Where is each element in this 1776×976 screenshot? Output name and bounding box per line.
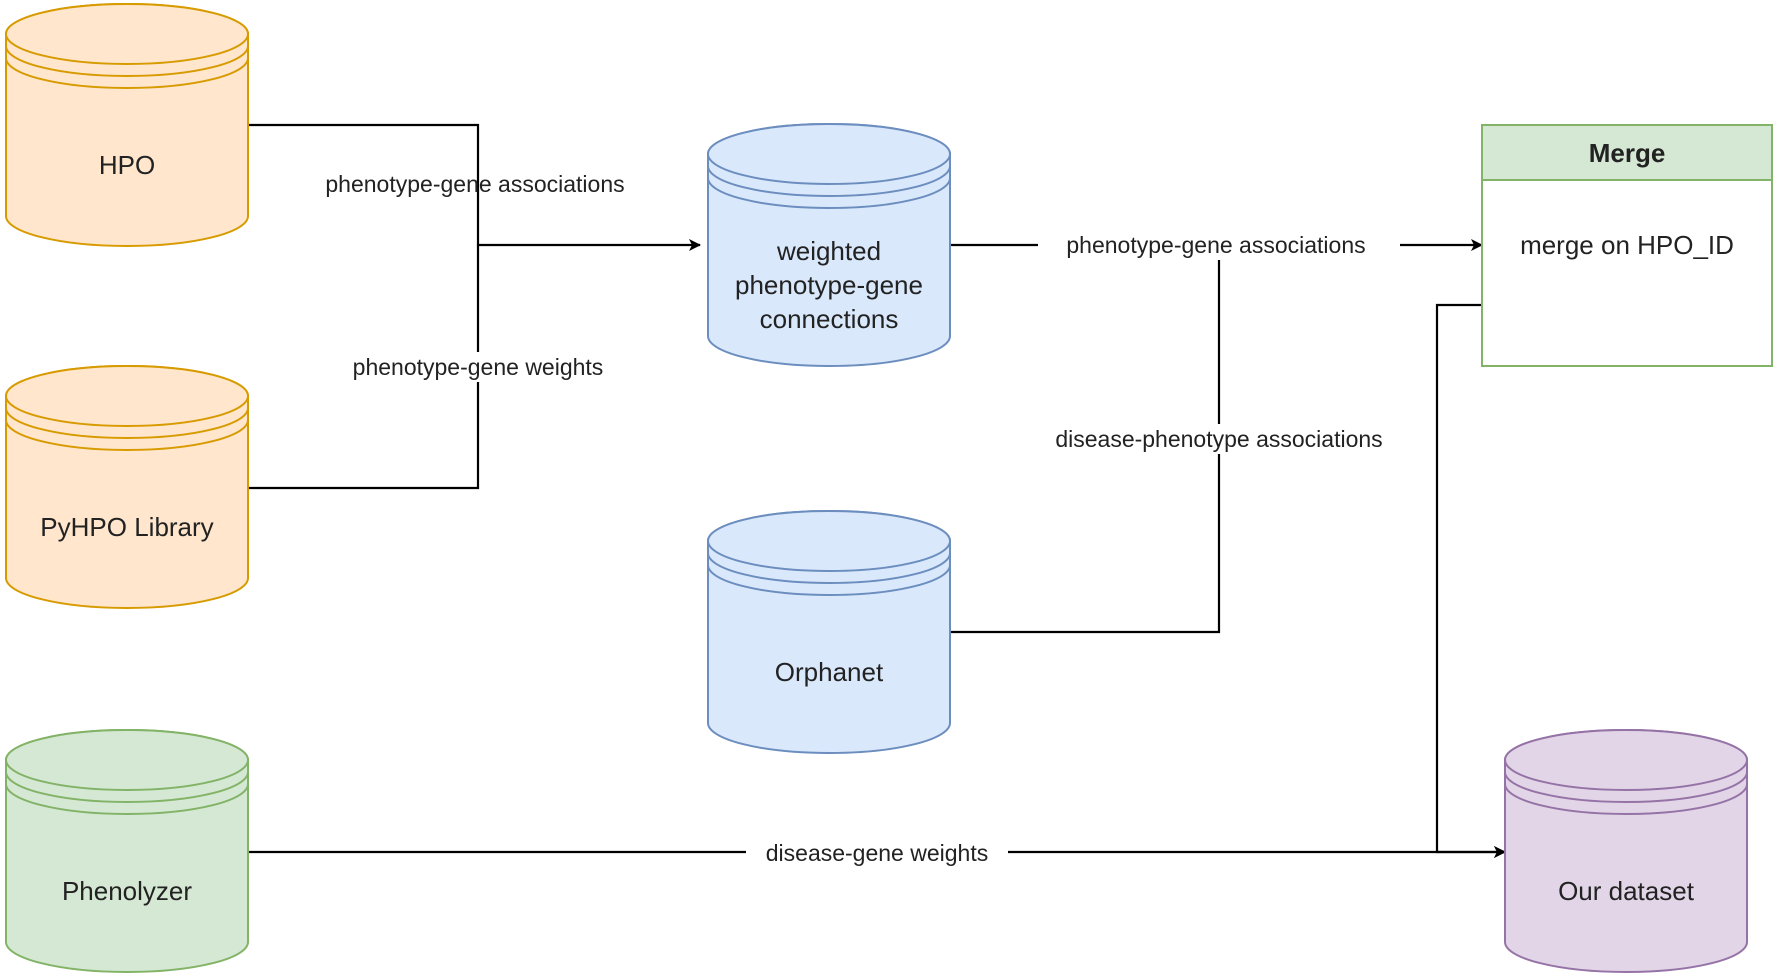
cylinder-top <box>5 3 249 65</box>
edge-label-orphanet: disease-phenotype associations <box>1055 426 1382 452</box>
cylinder-rim-1 <box>5 45 249 77</box>
cylinder-rim-2 <box>707 564 951 596</box>
cylinder-top <box>707 510 951 572</box>
cylinder-top <box>5 729 249 791</box>
merge-box: Merge merge on HPO_ID <box>1481 124 1773 367</box>
edge-hpo-to-weighted <box>248 123 701 251</box>
cylinder-rim-2 <box>707 177 951 209</box>
phenolyzer-label: Phenolyzer <box>62 876 192 906</box>
cylinder-top <box>1504 729 1748 791</box>
edge-label-phenolyzer-group: disease-gene weights <box>746 838 1008 868</box>
cylinder-top <box>5 365 249 427</box>
merge-header <box>1481 124 1773 181</box>
edge-label-pyhpo-group: phenotype-gene weights <box>330 352 626 382</box>
pyhpo-cylinder: PyHPO Library <box>5 365 249 609</box>
hpo-cylinder: HPO <box>5 3 249 247</box>
cylinder-rim-1 <box>5 771 249 803</box>
edge-label-phenolyzer: disease-gene weights <box>766 840 988 866</box>
cylinder-rim-2 <box>5 57 249 89</box>
edge-merge-to-dataset <box>1435 303 1506 858</box>
merge-title: Merge <box>1589 138 1666 168</box>
edge-label-weighted-to-merge: phenotype-gene associations <box>1066 232 1365 258</box>
edge-label-hpo: phenotype-gene associations <box>325 171 624 197</box>
edge-label-orphanet-group: disease-phenotype associations <box>1020 424 1420 454</box>
merge-body-area <box>1481 179 1773 367</box>
cylinder-rim-2 <box>5 419 249 451</box>
edge-label-pyhpo: phenotype-gene weights <box>353 354 604 380</box>
our-dataset-label: Our dataset <box>1558 876 1695 906</box>
pyhpo-label: PyHPO Library <box>40 512 213 542</box>
hpo-label: HPO <box>99 150 155 180</box>
weighted-label-line-1: weighted <box>776 236 881 266</box>
cylinder-rim-2 <box>1504 783 1748 815</box>
edge-orphanet-to-merge <box>950 245 1221 634</box>
orphanet-label: Orphanet <box>775 657 884 687</box>
weighted-label-line-2: phenotype-gene <box>735 270 923 300</box>
edge-pyhpo-to-weighted <box>248 245 480 490</box>
cylinder-rim-1 <box>1504 771 1748 803</box>
weighted-connections-cylinder: weighted phenotype-gene connections <box>707 123 951 367</box>
merge-body: merge on HPO_ID <box>1520 230 1734 260</box>
cylinder-rim-2 <box>5 783 249 815</box>
cylinder-top <box>707 123 951 185</box>
cylinder-rim-1 <box>5 407 249 439</box>
our-dataset-cylinder: Our dataset <box>1504 729 1748 973</box>
phenolyzer-cylinder: Phenolyzer <box>5 729 249 973</box>
cylinder-rim-1 <box>707 552 951 584</box>
orphanet-cylinder: Orphanet <box>707 510 951 754</box>
weighted-label-line-3: connections <box>760 304 899 334</box>
edge-label-weighted-to-merge-group: phenotype-gene associations <box>1038 230 1400 260</box>
cylinder-rim-1 <box>707 165 951 197</box>
